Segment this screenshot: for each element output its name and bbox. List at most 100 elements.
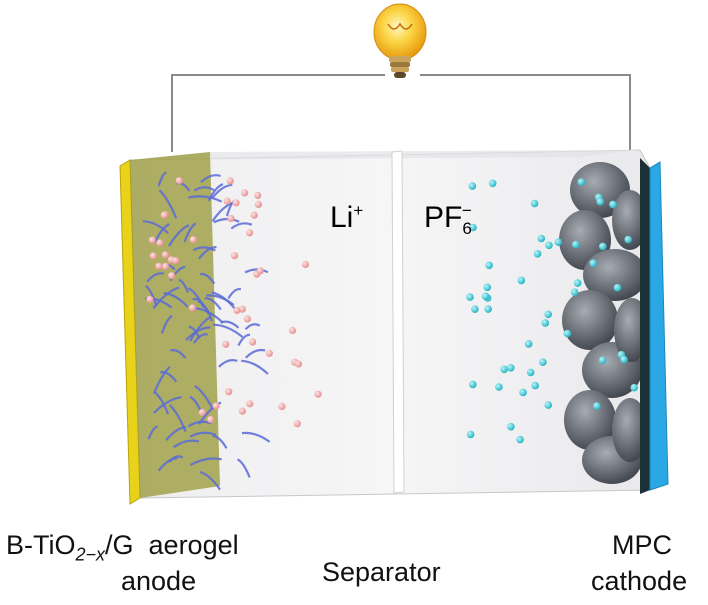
graphene-strand <box>193 186 215 192</box>
cathode-current-collector <box>649 161 669 491</box>
anode-material-label: B-TiO2−x/G aerogel <box>6 530 239 565</box>
mpc-carbon <box>559 158 650 494</box>
graphene-strand <box>227 287 242 300</box>
anode-word-label: anode <box>121 566 197 596</box>
graphene-strand <box>172 439 200 449</box>
graphene-strand <box>168 404 187 433</box>
separator <box>391 150 405 494</box>
anion-ion <box>539 358 547 367</box>
lithium-ion <box>160 211 168 219</box>
anion-ion <box>485 261 494 270</box>
graphene-strand <box>188 325 201 339</box>
anion-ion <box>589 259 597 268</box>
anion-label: PF6− <box>424 196 472 244</box>
light-bulb-icon <box>373 3 427 78</box>
anion-subscript: 6 <box>462 219 472 238</box>
anion-ion <box>466 430 475 439</box>
lithium-ion <box>189 236 197 244</box>
anion-ion <box>613 283 622 292</box>
anion-ion <box>537 234 546 243</box>
graphene-strand <box>152 365 171 394</box>
circuit-wire <box>171 74 631 152</box>
cation-label: Li+ <box>330 196 363 233</box>
lithium-ion <box>293 420 301 428</box>
anion-ion <box>593 402 601 410</box>
cell-top <box>130 150 640 160</box>
graphene-strand <box>147 425 158 440</box>
graphene-strand <box>192 333 208 344</box>
anion-ion <box>516 435 524 444</box>
graphene-strand <box>241 359 269 375</box>
graphene-strand <box>188 195 223 203</box>
cation-charge: + <box>353 201 364 220</box>
anion-symbol: PF <box>424 201 463 234</box>
lithium-ion <box>148 236 156 244</box>
anion-ion <box>495 383 503 391</box>
carbon-blob <box>562 290 618 350</box>
anion-ion <box>599 242 607 251</box>
carbon-blob <box>612 190 648 250</box>
graphene-strand <box>170 349 187 359</box>
anion-ion <box>533 250 542 258</box>
graphene-strand <box>194 384 214 410</box>
anion-ion <box>526 368 535 377</box>
lithium-ion <box>265 349 273 357</box>
anion-ion <box>471 305 479 314</box>
lithium-ion <box>172 257 180 265</box>
anion-ion <box>596 197 604 206</box>
graphene-strand <box>207 183 224 202</box>
graphene-strand <box>212 323 244 338</box>
anion-ions <box>466 178 638 444</box>
graphene-strand <box>244 268 269 274</box>
graphene-strand <box>160 371 178 383</box>
lithium-ion <box>156 239 164 247</box>
lithium-ion <box>225 388 233 396</box>
lithium-ion <box>233 306 241 315</box>
lithium-ion <box>238 407 246 415</box>
graphene-strand <box>213 217 240 224</box>
anion-ion <box>609 200 617 209</box>
anion-ion <box>468 182 477 190</box>
lithium-ion <box>288 326 297 335</box>
anion-ion <box>500 365 509 374</box>
anion-ion <box>620 355 628 364</box>
lithium-ion <box>226 177 234 185</box>
anion-ion <box>563 329 572 338</box>
cathode-material-label: MPC <box>612 530 672 560</box>
lithium-ion <box>246 400 254 408</box>
graphene-strand <box>218 359 238 368</box>
lithium-ion <box>243 315 251 323</box>
graphene-strand <box>198 401 222 425</box>
graphene-strand <box>211 291 237 310</box>
graphene-strand <box>244 323 261 331</box>
anion-ion <box>519 388 527 397</box>
anion-ion <box>570 288 579 297</box>
graphene-strand <box>160 314 173 334</box>
lithium-ion <box>155 262 163 270</box>
anion-ion <box>545 241 553 250</box>
lithium-ion <box>198 408 206 417</box>
anion-ion <box>573 279 582 287</box>
graphene-strand <box>168 455 184 463</box>
separator-label: Separator <box>322 557 441 587</box>
lithium-ion <box>246 229 254 237</box>
anion-ion <box>577 178 586 186</box>
graphene-strand <box>237 333 251 347</box>
graphene-strand <box>189 457 222 467</box>
carbon-blob <box>564 390 616 450</box>
lithium-ion <box>168 272 176 280</box>
graphene-strand <box>200 272 216 285</box>
lithium-ion <box>175 177 183 185</box>
lithium-ion <box>222 340 230 348</box>
lithium-ion <box>294 360 303 368</box>
graphene-strand <box>211 183 233 199</box>
graphene-strand <box>163 292 189 308</box>
lithium-ion <box>254 191 262 199</box>
graphene-strand <box>237 458 251 478</box>
lithium-ion <box>212 402 220 410</box>
anion-ion <box>541 319 550 327</box>
anion-charge: − <box>461 201 472 220</box>
anion-ion <box>484 305 493 313</box>
lithium-ion <box>238 305 246 313</box>
